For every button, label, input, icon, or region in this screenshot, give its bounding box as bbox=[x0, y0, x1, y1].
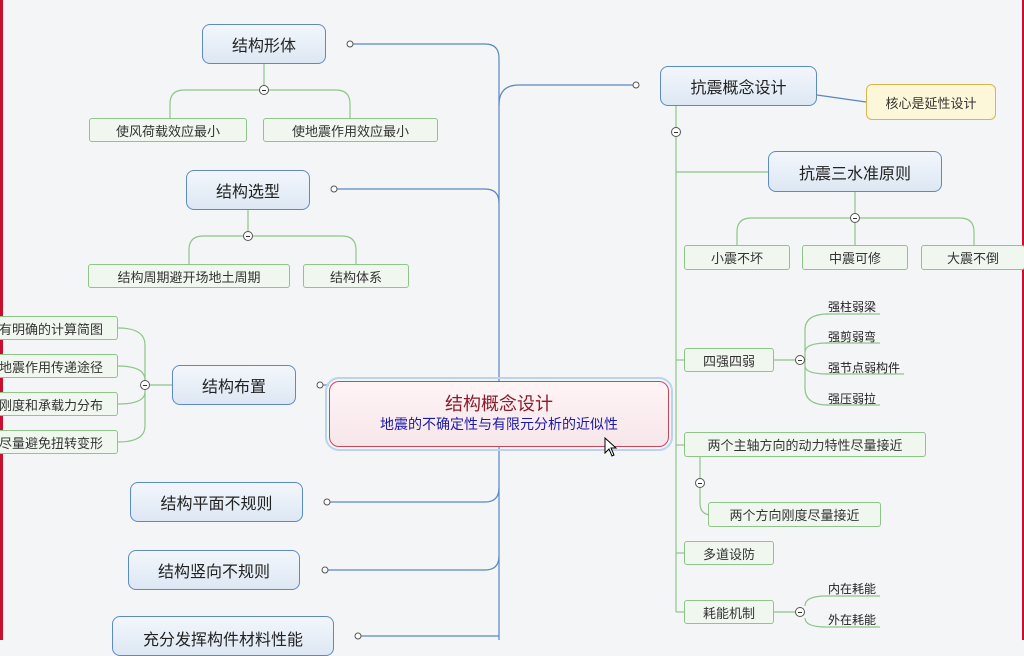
subtopic-moderate-quake[interactable]: 中震可修 bbox=[802, 245, 908, 270]
subtopic-torsion[interactable]: 尽量避免扭转变形 bbox=[0, 430, 118, 454]
leaf-strong-column[interactable]: 强柱弱梁 bbox=[828, 299, 877, 314]
subtopic-stiffness-two-directions[interactable]: 两个方向刚度尽量接近 bbox=[708, 502, 881, 527]
topic-layout[interactable]: 结构布置 bbox=[172, 365, 296, 405]
topic-plan-irregular[interactable]: 结构平面不规则 bbox=[130, 482, 303, 522]
subtopic-energy-mechanism[interactable]: 耗能机制 bbox=[684, 600, 774, 624]
leaf-strong-shear[interactable]: 强剪弱弯 bbox=[828, 329, 877, 344]
collapse-toggle-icon[interactable] bbox=[795, 607, 805, 617]
collapse-toggle-icon[interactable] bbox=[695, 478, 705, 488]
subtopic-calc-diagram[interactable]: 有明确的计算简图 bbox=[0, 316, 118, 340]
subtopic-four-strong[interactable]: 四强四弱 bbox=[684, 348, 774, 372]
collapse-toggle-icon[interactable] bbox=[259, 85, 269, 95]
topic-seismic-concept[interactable]: 抗震概念设计 bbox=[660, 66, 817, 106]
topic-three-level[interactable]: 抗震三水准原则 bbox=[768, 151, 942, 192]
central-title: 结构概念设计 bbox=[445, 394, 553, 415]
subtopic-major-quake[interactable]: 大震不倒 bbox=[921, 245, 1024, 270]
leaf-strong-joint[interactable]: 强节点弱构件 bbox=[828, 360, 901, 375]
subtopic-multi-defense[interactable]: 多道设防 bbox=[684, 541, 774, 565]
callout-note[interactable]: 核心是延性设计 bbox=[866, 84, 996, 120]
topic-form[interactable]: 结构形体 bbox=[202, 24, 326, 64]
subtopic-wind-load[interactable]: 使风荷载效应最小 bbox=[89, 118, 247, 142]
subtopic-period[interactable]: 结构周期避开场地土周期 bbox=[88, 264, 290, 288]
collapse-toggle-icon[interactable] bbox=[140, 380, 150, 390]
collapse-toggle-icon[interactable] bbox=[850, 213, 860, 223]
topic-selection[interactable]: 结构选型 bbox=[186, 170, 310, 210]
central-topic[interactable]: 结构概念设计 地震的不确定性与有限元分析的近似性 bbox=[325, 377, 673, 451]
mouse-cursor-icon bbox=[604, 437, 618, 457]
subtopic-transfer-path[interactable]: 地震作用传递途径 bbox=[0, 354, 118, 378]
leaf-strong-compression[interactable]: 强压弱拉 bbox=[828, 391, 877, 406]
leaf-external-dissipation[interactable]: 外在耗能 bbox=[828, 612, 877, 627]
subtopic-stiffness[interactable]: 刚度和承载力分布 bbox=[0, 392, 118, 416]
collapse-toggle-icon[interactable] bbox=[243, 231, 253, 241]
topic-material[interactable]: 充分发挥构件材料性能 bbox=[112, 616, 334, 656]
right-edge-marker bbox=[1022, 0, 1024, 640]
central-subtitle: 地震的不确定性与有限元分析的近似性 bbox=[380, 417, 618, 433]
leaf-internal-dissipation[interactable]: 内在耗能 bbox=[828, 581, 877, 596]
subtopic-system[interactable]: 结构体系 bbox=[303, 264, 409, 288]
collapse-toggle-icon[interactable] bbox=[795, 355, 805, 365]
topic-vertical-irregular[interactable]: 结构竖向不规则 bbox=[128, 550, 300, 590]
subtopic-seismic-action[interactable]: 使地震作用效应最小 bbox=[263, 118, 438, 142]
subtopic-principal-axes[interactable]: 两个主轴方向的动力特性尽量接近 bbox=[684, 432, 926, 457]
subtopic-minor-quake[interactable]: 小震不坏 bbox=[684, 245, 790, 270]
collapse-toggle-icon[interactable] bbox=[671, 127, 681, 137]
